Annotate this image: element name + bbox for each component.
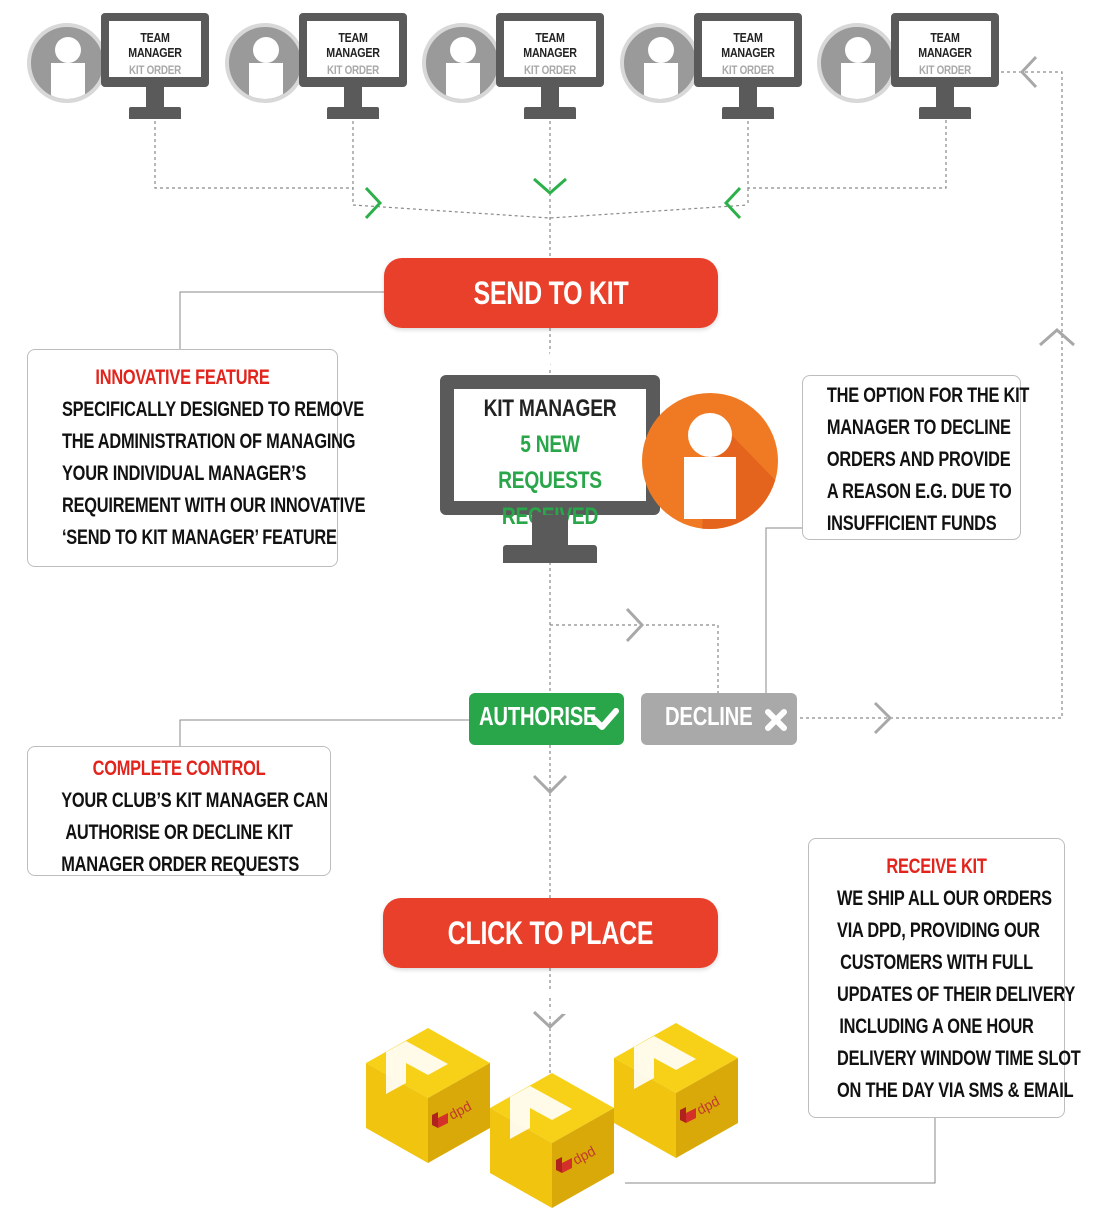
station-subtitle: KIT ORDER <box>129 63 181 77</box>
station-title: TEAM MANAGER <box>128 30 182 60</box>
user-avatar-icon <box>620 23 700 103</box>
dpd-parcel-icon: dpd <box>614 1023 739 1163</box>
receive-kit-note: RECEIVE KIT WE SHIP ALL OUR ORDERS VIA D… <box>808 838 1081 1118</box>
station-subtitle: KIT ORDER <box>722 63 774 77</box>
monitor-icon: TEAM MANAGER KIT ORDER <box>496 13 604 87</box>
monitor-icon: TEAM MANAGER KIT ORDER <box>299 13 407 87</box>
team-manager-station: TEAM MANAGER KIT ORDER <box>225 13 415 123</box>
click-to-place-order-button[interactable]: CLICK TO PLACE ORDER <box>383 898 718 1021</box>
kit-manager-screen: KIT MANAGER 5 NEW REQUESTS RECEIVED <box>454 389 646 530</box>
decline-option-note: THE OPTION FOR THE KIT MANAGER TO DECLIN… <box>802 375 1029 540</box>
new-requests-count: 5 NEW REQUESTS <box>498 431 602 494</box>
kit-manager-avatar-icon <box>642 393 778 529</box>
kit-manager-title: KIT MANAGER <box>483 395 617 422</box>
decline-button[interactable]: DECLINE <box>641 693 797 745</box>
team-manager-station: TEAM MANAGER KIT ORDER <box>817 13 1007 123</box>
receive-kit-title: RECEIVE KIT <box>886 855 987 878</box>
monitor-icon: TEAM MANAGER KIT ORDER <box>891 13 999 87</box>
authorise-button[interactable]: AUTHORISE <box>469 693 624 745</box>
complete-control-title: COMPLETE CONTROL <box>92 757 266 780</box>
kit-manager-monitor-stand <box>532 515 568 545</box>
user-avatar-icon <box>422 23 502 103</box>
innovative-feature-title: INNOVATIVE FEATURE <box>95 366 270 389</box>
send-to-kit-manager-button[interactable]: SEND TO KIT MANAGER <box>384 258 718 381</box>
innovative-feature-text: SPECIFICALLY DESIGNED TO REMOVE THE ADMI… <box>61 398 366 549</box>
station-subtitle: KIT ORDER <box>919 63 971 77</box>
kit-manager-monitor: KIT MANAGER 5 NEW REQUESTS RECEIVED <box>440 375 660 530</box>
station-title: TEAM MANAGER <box>721 30 775 60</box>
team-manager-station: TEAM MANAGER KIT ORDER <box>620 13 810 123</box>
station-title: TEAM MANAGER <box>326 30 380 60</box>
dpd-parcel-icon: dpd <box>490 1073 615 1213</box>
monitor-icon: TEAM MANAGER KIT ORDER <box>101 13 209 87</box>
team-manager-station: TEAM MANAGER KIT ORDER <box>27 13 217 123</box>
station-title: TEAM MANAGER <box>918 30 972 60</box>
complete-control-note: COMPLETE CONTROL YOUR CLUB’S KIT MANAGER… <box>27 746 331 876</box>
monitor-icon: TEAM MANAGER KIT ORDER <box>694 13 802 87</box>
close-icon <box>765 709 787 731</box>
check-icon <box>591 708 619 730</box>
dpd-parcel-icon: dpd <box>366 1028 491 1168</box>
station-subtitle: KIT ORDER <box>524 63 576 77</box>
station-title: TEAM MANAGER <box>523 30 577 60</box>
user-avatar-icon <box>27 23 107 103</box>
kit-manager-monitor-base <box>503 545 597 563</box>
station-subtitle: KIT ORDER <box>327 63 379 77</box>
team-manager-station: TEAM MANAGER KIT ORDER <box>422 13 612 123</box>
user-avatar-icon <box>225 23 305 103</box>
innovative-feature-note: INNOVATIVE FEATURE SPECIFICALLY DESIGNED… <box>27 349 366 567</box>
user-avatar-icon <box>817 23 897 103</box>
